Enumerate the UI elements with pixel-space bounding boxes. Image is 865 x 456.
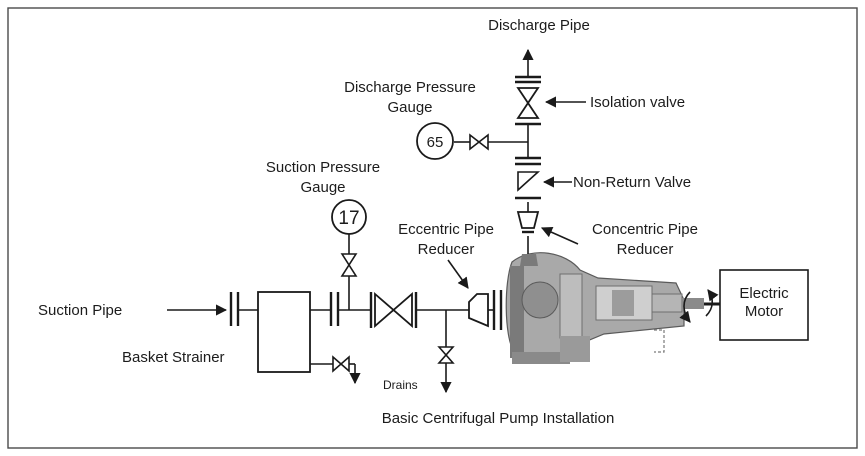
isolation-valve-label: Isolation valve bbox=[590, 94, 685, 111]
strainer-drain bbox=[310, 355, 361, 385]
concentric-reducer-label-line2: Reducer bbox=[617, 241, 674, 258]
electric-motor-box bbox=[719, 269, 809, 341]
eccentric-pointer-arrow bbox=[447, 259, 469, 289]
suction-gauge-label-line1: Suction Pressure bbox=[266, 159, 380, 176]
suction-gauge-reading: 17 bbox=[338, 208, 359, 229]
concentric-pipe-reducer bbox=[516, 211, 540, 229]
basket-strainer-label: Basket Strainer bbox=[122, 349, 225, 366]
motor-label-line1: Electric bbox=[739, 285, 789, 302]
non-return-valve-label: Non-Return Valve bbox=[573, 174, 691, 191]
discharge-gauge-reading: 65 bbox=[427, 134, 444, 151]
drains-label: Drains bbox=[383, 378, 418, 392]
pump-inlet-flange bbox=[492, 290, 503, 330]
concentric-reducer-label-line1: Concentric Pipe bbox=[592, 221, 698, 238]
discharge-gauge-tap bbox=[454, 133, 528, 151]
basket-strainer-box bbox=[257, 291, 311, 373]
suction-isolation-valve bbox=[369, 292, 418, 328]
suction-pipe-label: Suction Pipe bbox=[38, 302, 122, 319]
motor-label-line2: Motor bbox=[745, 303, 783, 320]
concentric-pointer-arrow bbox=[540, 226, 579, 245]
diagram-border bbox=[7, 7, 858, 449]
centrifugal-pump bbox=[505, 252, 719, 364]
eccentric-reducer-label-line2: Reducer bbox=[418, 241, 475, 258]
eccentric-pipe-reducer bbox=[468, 293, 489, 328]
flange-2 bbox=[329, 292, 340, 326]
suction-flange bbox=[229, 292, 240, 326]
suction-gauge-tap bbox=[340, 234, 358, 310]
discharge-gauge-label-line1: Discharge Pressure bbox=[344, 79, 476, 96]
suction-pressure-gauge bbox=[331, 199, 367, 235]
discharge-gauge-label-line2: Gauge bbox=[387, 99, 432, 116]
discharge-pressure-gauge bbox=[416, 122, 454, 160]
discharge-pipe-label: Discharge Pipe bbox=[488, 17, 590, 34]
pump-drain bbox=[437, 310, 455, 394]
discharge-isolation-valve bbox=[515, 75, 541, 126]
non-return-valve bbox=[515, 156, 541, 200]
eccentric-reducer-label-line1: Eccentric Pipe bbox=[398, 221, 494, 238]
diagram-caption: Basic Centrifugal Pump Installation bbox=[382, 410, 615, 427]
suction-gauge-label-line2: Gauge bbox=[300, 179, 345, 196]
